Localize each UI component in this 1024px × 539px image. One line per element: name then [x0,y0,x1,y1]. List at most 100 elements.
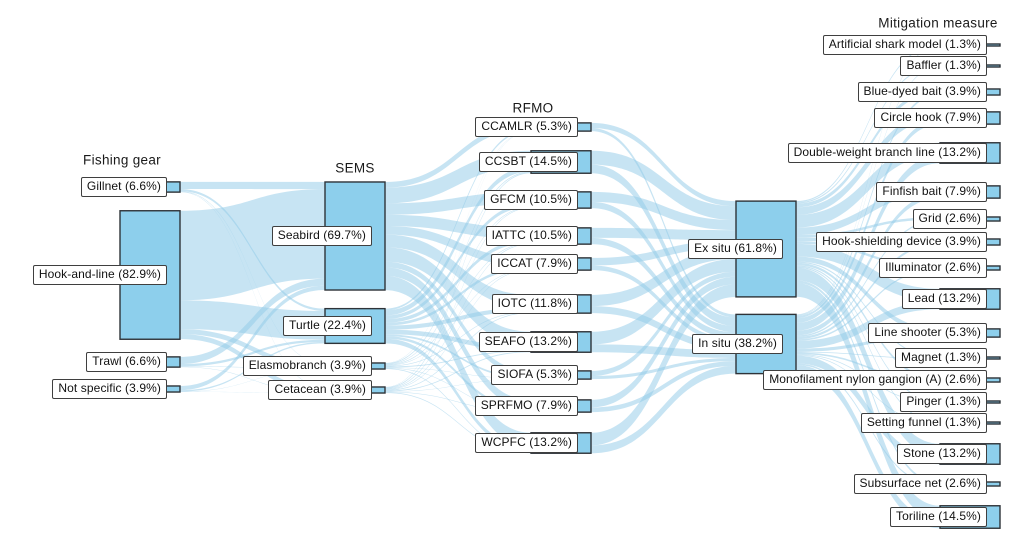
node-label-turtle: Turtle (22.4%) [283,316,372,336]
node-label-cetacean: Cetacean (3.9%) [268,380,372,400]
sankey-link-cetacean-to-iotc [385,312,531,391]
sankey-link-in-situ-to-grid [796,219,940,337]
sankey-link-iotc-to-in-situ [591,306,736,351]
sankey-link-cetacean-to-iccat [385,269,531,390]
sankey-link-gfcm-to-ex-situ [591,191,736,231]
sankey-link-ex-situ-to-toriline [796,282,940,520]
node-label-ccsbt: CCSBT (14.5%) [478,152,578,172]
node-label-sprfmo: SPRFMO (7.9%) [474,396,578,416]
sankey-link-in-situ-to-illuminator [796,268,940,341]
node-label-toriline: Toriline (14.5%) [890,507,987,527]
sankey-link-seafo-to-ex-situ [591,259,736,345]
sankey-link-hook-and-line-to-elasmobranch [180,329,325,369]
sankey-link-in-situ-to-stone [796,355,940,465]
node-label-monofilament-nylon-gangion-a: Monofilament nylon gangion (A) (2.6%) [763,370,987,390]
node-label-artificial-shark-model: Artificial shark model (1.3%) [822,35,987,55]
sankey-link-sprfmo-to-ex-situ [591,276,736,408]
column-header-fishing-gear: Fishing gear [83,152,161,168]
sankey-link-in-situ-to-blue-dyed-bait [796,92,940,319]
node-label-lead: Lead (13.2%) [901,289,987,309]
node-label-iccat: ICCAT (7.9%) [491,254,578,274]
node-label-hook-and-line: Hook-and-line (82.9%) [32,265,167,285]
sankey-link-ex-situ-to-setting-funnel [796,266,940,424]
sankey-link-seafo-to-in-situ [591,344,736,359]
sankey-link-ex-situ-to-lead [796,243,940,302]
sankey-link-hook-and-line-to-seabird [180,189,325,301]
node-label-ex-situ: Ex situ (61.8%) [688,239,783,259]
sankey-link-in-situ-to-baffler [796,66,940,316]
sankey-link-trawl-to-cetacean [180,366,325,393]
sankey-link-ex-situ-to-line-shooter [796,256,940,334]
sankey-link-iotc-to-ex-situ [591,247,736,307]
node-label-double-weight-branch-line: Double-weight branch line (13.2%) [787,143,987,163]
sankey-link-elasmobranch-to-ccamlr [385,130,531,364]
sankey-link-elasmobranch-to-siofa [385,367,531,379]
node-label-iotc: IOTC (11.8%) [491,294,578,314]
node-label-ccamlr: CCAMLR (5.3%) [475,117,578,137]
sankey-link-cetacean-to-seafo [385,351,531,392]
node-label-illuminator: Illuminator (2.6%) [879,258,987,278]
node-label-gillnet: Gillnet (6.6%) [80,177,167,197]
sankey-link-elasmobranch-to-seafo [385,350,531,368]
node-label-subsurface-net: Subsurface net (2.6%) [853,474,987,494]
sankey-link-ex-situ-to-magnet [796,261,940,359]
sankey-link-in-situ-to-artificial-shark-model [796,45,940,316]
sankey-link-wcpfc-to-in-situ [591,365,736,454]
sankey-link-not-specific-to-seabird [180,285,325,391]
node-label-baffler: Baffler (1.3%) [900,56,987,76]
sankey-link-wcpfc-to-ex-situ [591,284,736,446]
sankey-link-turtle-to-wcpfc [385,338,531,452]
sankey-link-cetacean-to-ccsbt [385,172,531,389]
sankey-link-gfcm-to-in-situ [591,201,736,333]
sankey-link-gillnet-to-cetacean [180,191,325,388]
sankey-link-seabird-to-wcpfc [385,275,531,448]
sankey-link-ex-situ-to-double-weight-branch-line [796,142,940,228]
sankey-link-ccsbt-to-ex-situ [591,150,736,221]
sankey-link-cetacean-to-gfcm [385,207,531,389]
sankey-link-iattc-to-ex-situ [591,227,736,241]
sankey-link-ccamlr-to-in-situ [591,127,736,318]
sankey-link-ex-situ-to-baffler [796,64,940,204]
node-label-in-situ: In situ (38.2%) [692,334,783,354]
node-label-blue-dyed-bait: Blue-dyed bait (3.9%) [857,82,987,102]
column-header-rfmo: RFMO [512,100,554,116]
node-label-line-shooter: Line shooter (5.3%) [868,323,987,343]
sankey-link-turtle-to-gfcm [385,203,531,320]
sankey-link-gillnet-to-seabird [180,181,325,190]
sankey-link-cetacean-to-iattc [385,243,531,390]
node-label-elasmobranch: Elasmobranch (3.9%) [242,356,372,376]
sankey-link-elasmobranch-to-iotc [385,311,531,367]
sankey-link-elasmobranch-to-wcpfc [385,368,531,453]
node-label-trawl: Trawl (6.6%) [86,352,167,372]
sankey-link-in-situ-to-lead [796,301,940,349]
sankey-link-ex-situ-to-grid [796,216,940,238]
sankey-link-in-situ-to-toriline [796,364,940,529]
sankey-link-ex-situ-to-pinger [796,265,940,403]
sankey-link-in-situ-to-magnet [796,351,940,360]
node-label-setting-funnel: Setting funnel (1.3%) [860,413,987,433]
node-label-siofa: SIOFA (5.3%) [491,365,578,385]
sankey-link-ex-situ-to-stone [796,267,940,457]
sankey-link-turtle-to-ccamlr [385,128,531,311]
sankey-link-elasmobranch-to-iccat [385,269,531,366]
sankey-link-trawl-to-turtle [180,339,325,367]
node-label-seafo: SEAFO (13.2%) [478,332,578,352]
sankey-link-ccamlr-to-ex-situ [591,122,736,207]
sankey-link-cetacean-to-wcpfc [385,392,531,454]
node-label-wcpfc: WCPFC (13.2%) [475,433,578,453]
sankey-link-turtle-to-iccat [385,266,531,326]
node-label-iattc: IATTC (10.5%) [485,226,578,246]
column-header-mitigation-measure: Mitigation measure [878,15,998,31]
sankey-link-not-specific-to-elasmobranch [180,368,325,392]
sankey-link-seabird-to-iotc [385,234,531,308]
sankey-link-cetacean-to-sprfmo [385,391,531,413]
node-label-magnet: Magnet (1.3%) [894,348,987,368]
node-label-hook-shielding-device: Hook-shielding device (3.9%) [816,232,987,252]
node-label-stone: Stone (13.2%) [896,444,987,464]
sankey-link-ex-situ-to-illuminator [796,241,940,269]
sankey-link-turtle-to-siofa [385,334,531,379]
sankey-link-iattc-to-in-situ [591,237,736,339]
sankey-link-cetacean-to-siofa [385,378,531,392]
node-label-not-specific: Not specific (3.9%) [52,379,167,399]
sankey-link-turtle-to-ccsbt [385,166,531,316]
